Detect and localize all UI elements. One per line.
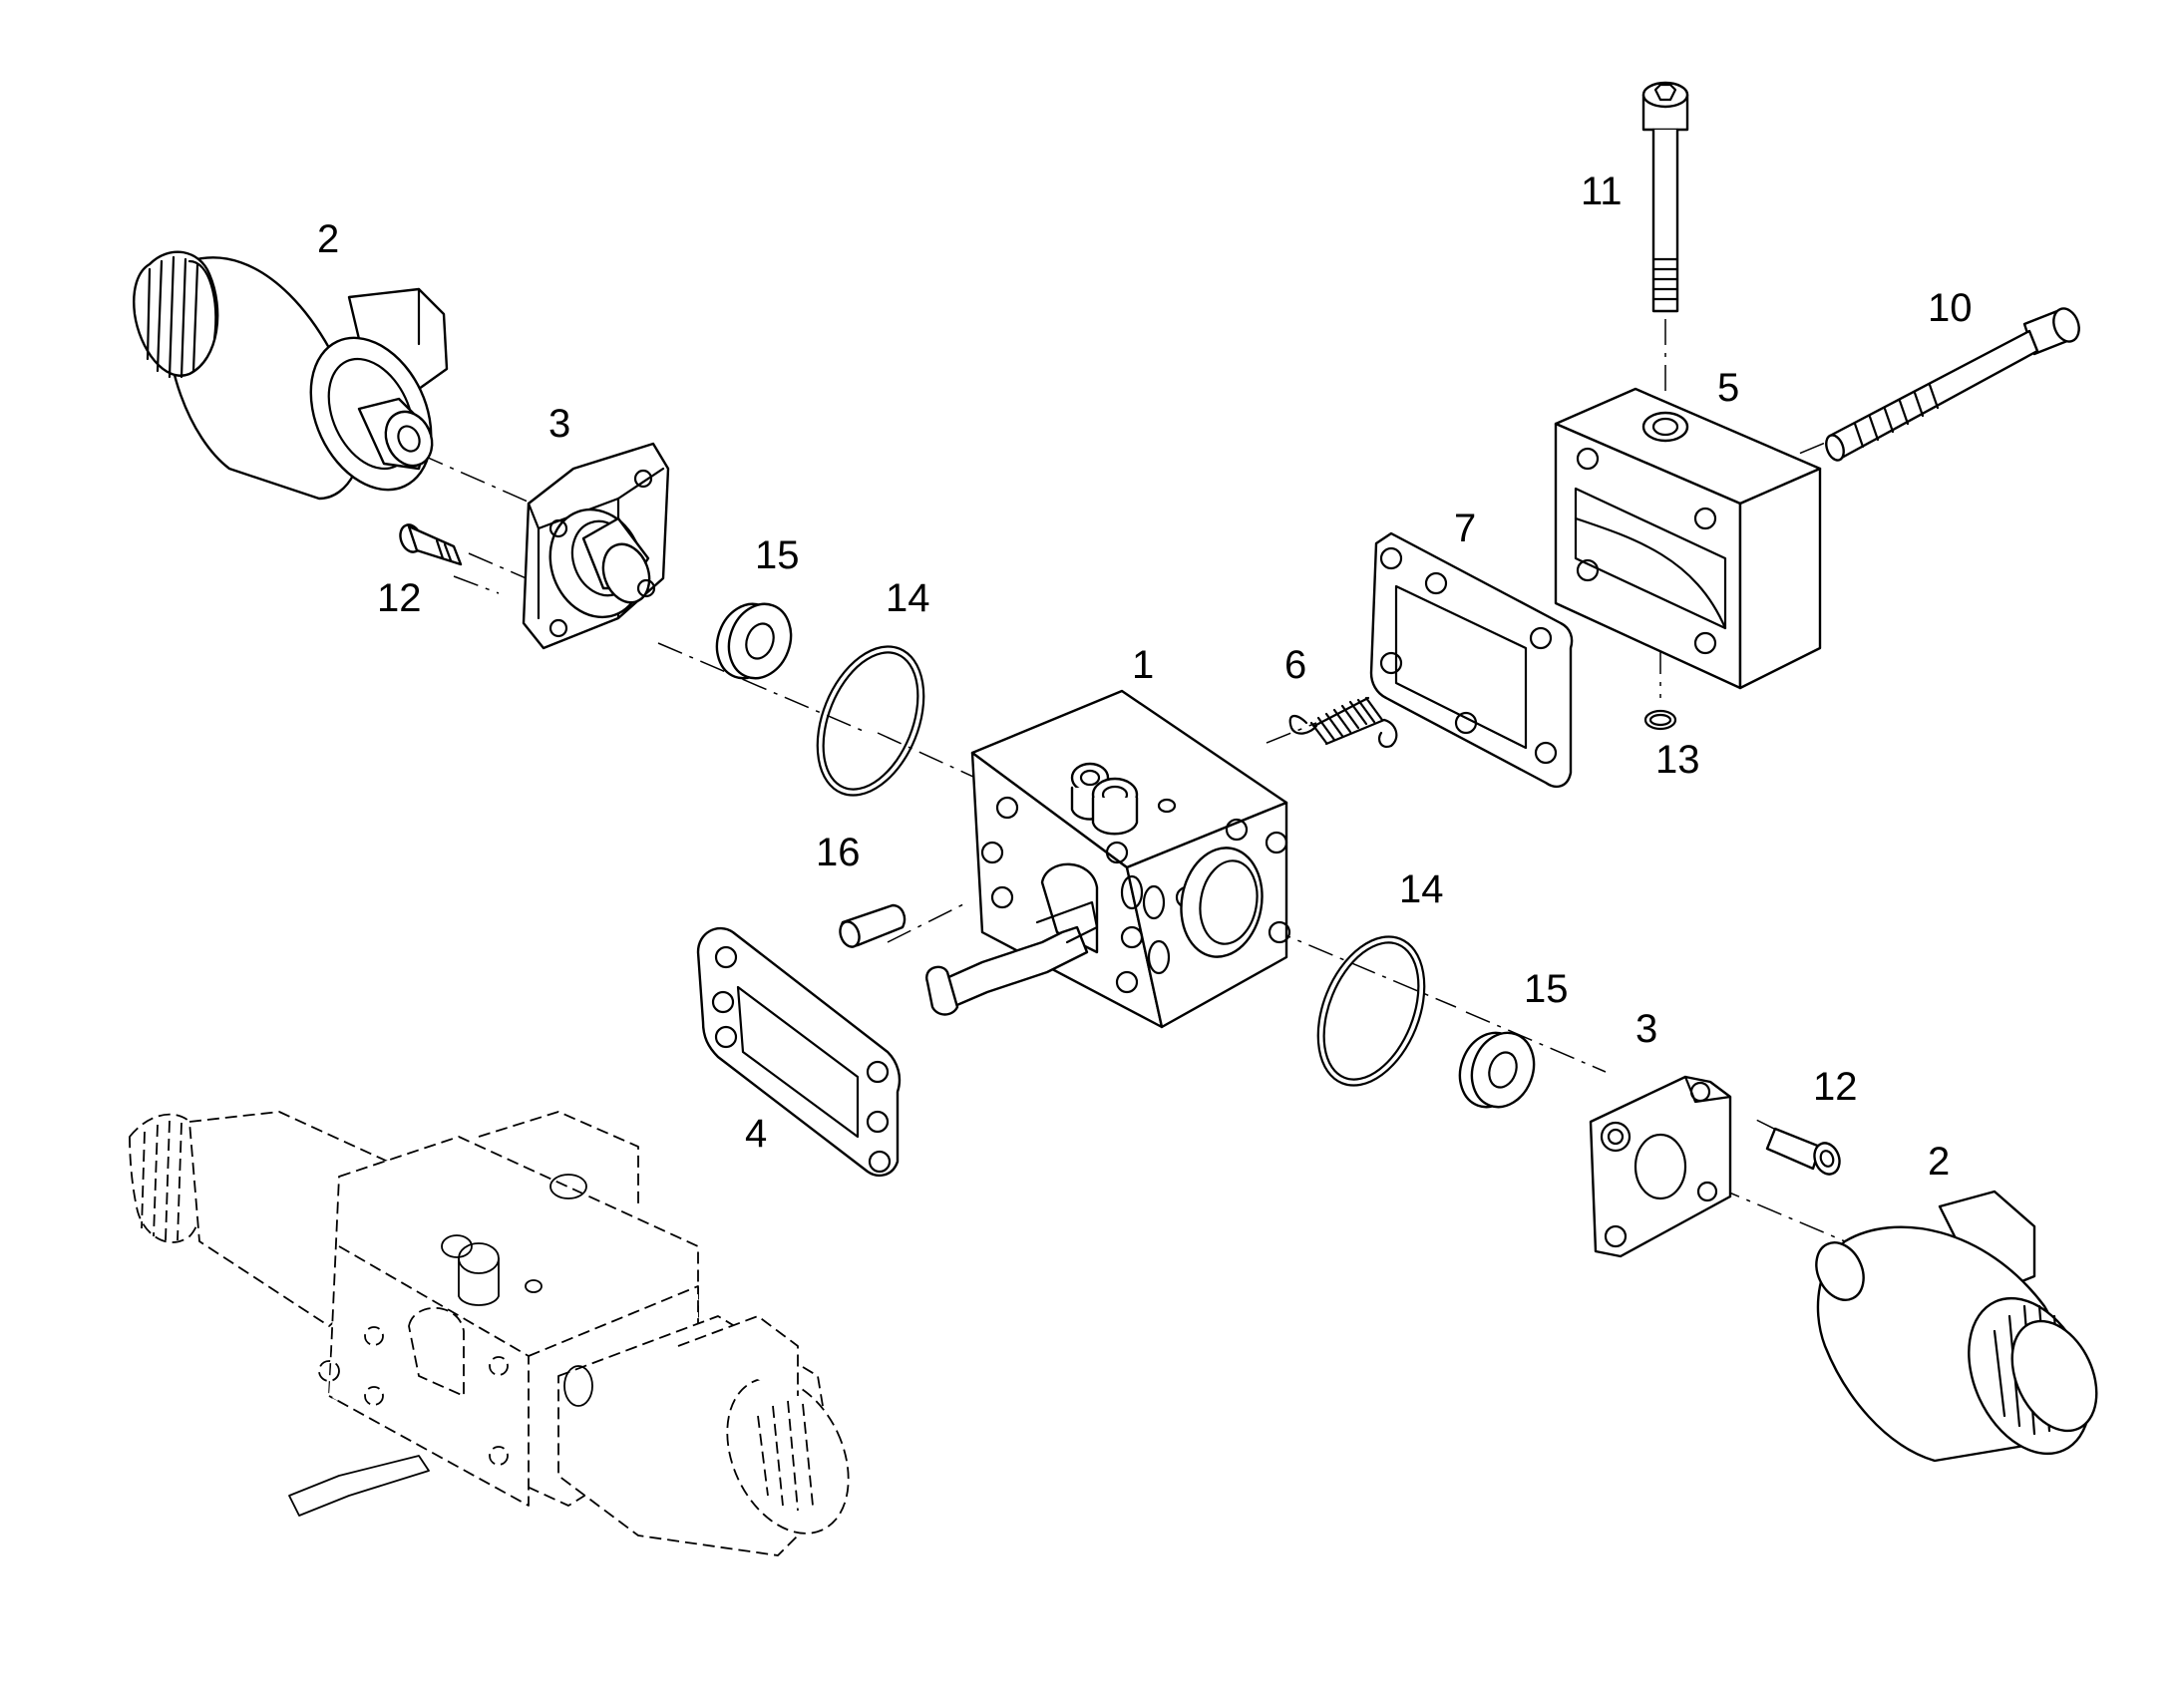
- assembled-phantom-view: [129, 1111, 850, 1556]
- callout-cover-right: 3: [1635, 1007, 1657, 1051]
- screw-right: [1765, 1127, 1841, 1176]
- o-ring-right: [1316, 935, 1426, 1087]
- callout-bolt-vertical: 11: [1581, 170, 1623, 213]
- callout-bolt-horizontal: 10: [1928, 286, 1973, 330]
- callout-spring: 6: [1284, 643, 1306, 687]
- callout-solenoid-left: 2: [317, 217, 339, 261]
- solenoid-coil-right: [1815, 1190, 2098, 1463]
- callout-screw-left: 12: [377, 576, 422, 620]
- callout-washer-right: 15: [1524, 967, 1569, 1011]
- spring: [1288, 696, 1398, 748]
- solenoid-coil-left: [133, 250, 449, 501]
- pin: [839, 903, 907, 948]
- cover-plate-right: [1589, 1075, 1732, 1258]
- small-o-ring: [1643, 709, 1677, 731]
- cover-plate-left: [522, 442, 670, 650]
- callout-end-block: 5: [1717, 366, 1739, 410]
- callout-oring-right: 14: [1399, 867, 1444, 911]
- callout-washer-left: 15: [755, 533, 800, 577]
- callout-gasket-top: 7: [1454, 507, 1476, 550]
- gasket-top: [1369, 531, 1574, 789]
- callout-valve-body: 1: [1132, 643, 1154, 687]
- bolt-horizontal: [1825, 307, 2080, 462]
- bolt-vertical: [1641, 81, 1689, 313]
- callout-solenoid-right: 2: [1928, 1140, 1950, 1184]
- washer-right: [1458, 1031, 1536, 1109]
- screw-left: [399, 523, 463, 566]
- valve-body: [970, 689, 1291, 1029]
- callout-screw-right: 12: [1813, 1065, 1858, 1109]
- callout-labels: 2 3 12 15 14 1 6 7 5 11 10 13 16 14 15 3…: [317, 170, 1973, 1184]
- o-ring-left: [816, 645, 925, 797]
- callout-pin: 16: [816, 831, 861, 874]
- callout-cover-left: 3: [548, 402, 570, 446]
- callout-oring-left: 14: [886, 576, 930, 620]
- washer-left: [715, 602, 793, 680]
- gasket-bottom: [696, 926, 902, 1178]
- end-block: [1554, 387, 1822, 690]
- callout-small-oring: 13: [1655, 738, 1700, 782]
- callout-gasket-bottom: 4: [745, 1112, 767, 1156]
- lever: [925, 900, 1099, 1016]
